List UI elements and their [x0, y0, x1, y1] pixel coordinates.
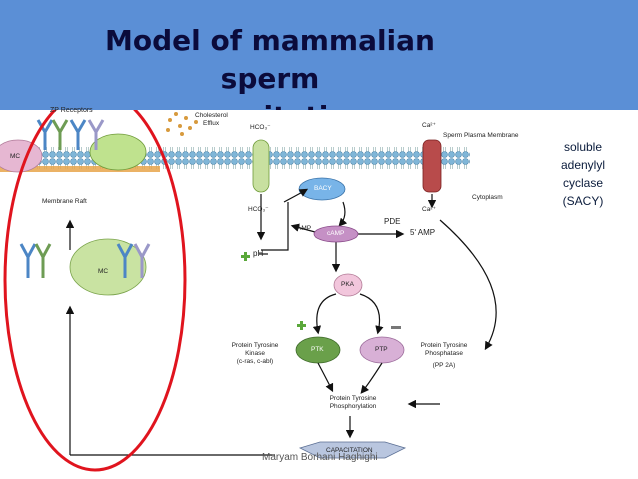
ptp-desc-3: (PP 2A): [432, 362, 456, 369]
side-note-line-3: cyclase: [562, 176, 603, 190]
ptk-desc-1: Protein Tyrosine: [231, 342, 279, 349]
hco3-transporter: [252, 139, 270, 193]
ptp-label: PTP: [375, 346, 388, 353]
ptk-description: Protein Tyrosine Kinase (c-ras, c-abl): [220, 342, 290, 366]
ph-label: pH: [253, 249, 264, 258]
capacitation-diagram: ZP Receptors Cholesterol Efflux HCO₃⁻ Ca…: [0, 107, 528, 479]
pde-label: PDE: [384, 217, 401, 226]
ptk-desc-2: Kinase: [245, 350, 265, 357]
cholesterol-label-2: Efflux: [203, 120, 220, 127]
ca-bottom-label: Ca²⁺: [422, 206, 436, 213]
side-note-line-4: (SACY): [562, 194, 604, 208]
five-amp-label: 5ʹ AMP: [410, 228, 436, 237]
ptk-label: PTK: [311, 346, 324, 353]
ca-channel: [422, 139, 442, 193]
watermark: Maryam Borhani Haghighi: [262, 452, 378, 463]
receptors-bottom: [19, 243, 151, 278]
capacitation-arrow: [298, 441, 407, 459]
cholesterol-label-1: Cholesterol: [195, 112, 228, 119]
camp-node: [313, 225, 359, 243]
amp-label: AMP: [297, 225, 312, 232]
title-line-1: Model of mammalian sperm: [105, 24, 435, 95]
pka-node: [333, 273, 363, 297]
cytoplasm-label: Cytoplasm: [472, 194, 503, 201]
capacitation-label: CAPACITATION: [326, 447, 373, 454]
ca-top-label: Ca²⁺: [422, 122, 436, 129]
highlight-ellipse: [3, 110, 187, 472]
side-note-line-2: adenylyl: [560, 158, 606, 172]
side-note-line-1: soluble: [563, 140, 603, 154]
sperm-plasma-membrane-label: Sperm Plasma Membrane: [443, 132, 519, 139]
membrane-raft-label: Membrane Raft: [42, 198, 87, 205]
side-note: soluble adenylyl cyclase (SACY): [528, 110, 638, 479]
cholesterol-dots: [166, 112, 198, 136]
camp-label: cAMP: [327, 230, 345, 237]
pka-label: PKA: [341, 281, 355, 288]
green-blob-top: [89, 133, 147, 171]
diagram-graphics: [0, 110, 497, 472]
phos-2: Phosphorylation: [329, 403, 377, 410]
ptp-desc-1: Protein Tyrosine: [420, 342, 468, 349]
mc-top-label: MC: [10, 153, 21, 160]
phos-1: Protein Tyrosine: [329, 395, 377, 402]
ptp-desc-2: Phosphatase: [425, 350, 463, 357]
phosphorylation-label: Protein Tyrosine Phosphorylation: [318, 395, 388, 411]
hco3-bottom-label: HCO₃⁻: [248, 206, 269, 213]
mc-bottom-blob: [69, 238, 147, 296]
membrane-raft-band: [0, 166, 160, 172]
zp-receptors-label: ZP Receptors: [50, 107, 93, 114]
ptp-description: Protein Tyrosine Phosphatase (PP 2A): [408, 342, 480, 370]
bacy-label: BACY: [314, 185, 332, 192]
ptk-desc-3: (c-ras, c-abl): [236, 358, 274, 365]
mc-bottom-label: MC: [98, 268, 109, 275]
hco3-top-label: HCO₃⁻: [250, 124, 271, 131]
